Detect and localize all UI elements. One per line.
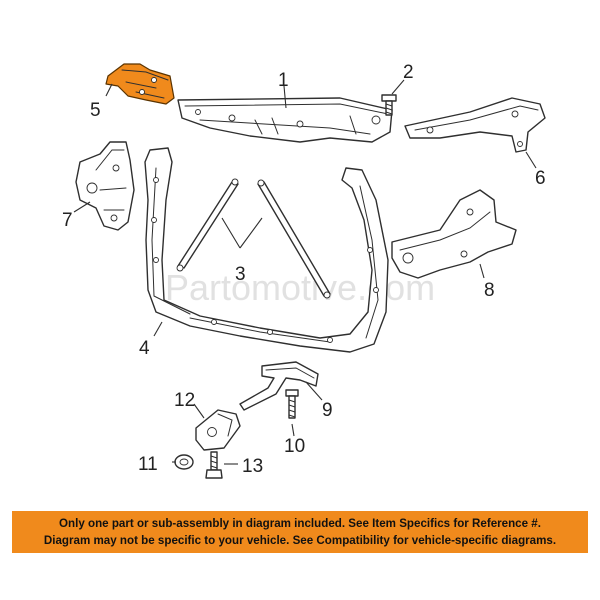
notice-line-1: Only one part or sub-assembly in diagram… bbox=[59, 517, 541, 530]
callout-13: 13 bbox=[242, 456, 263, 477]
part-2-bolt bbox=[381, 94, 397, 116]
part-8-right-frame-bracket bbox=[391, 189, 517, 279]
leader-lines bbox=[73, 79, 537, 465]
part-7-left-bracket bbox=[75, 141, 135, 231]
callout-5: 5 bbox=[90, 100, 101, 121]
part-4-radiator-support bbox=[144, 147, 389, 353]
callout-11: 11 bbox=[138, 454, 158, 475]
callout-6: 6 bbox=[535, 168, 546, 189]
part-11-grommet bbox=[174, 454, 194, 470]
notice-line-2: Diagram may not be specific to your vehi… bbox=[43, 534, 557, 547]
callout-4: 4 bbox=[139, 338, 150, 359]
callout-8: 8 bbox=[484, 280, 495, 301]
disclaimer-notice: Only one part or sub-assembly in diagram… bbox=[12, 511, 588, 553]
callout-3: 3 bbox=[235, 264, 246, 285]
callout-2: 2 bbox=[403, 62, 414, 83]
part-10-bolt bbox=[285, 389, 299, 419]
watermark: Partomotive.com bbox=[165, 267, 435, 308]
part-3-struts bbox=[176, 178, 331, 299]
part-5-highlighted-bracket bbox=[105, 63, 175, 105]
part-12-clip-bracket bbox=[195, 409, 241, 451]
callout-7: 7 bbox=[62, 210, 73, 231]
callout-10: 10 bbox=[284, 436, 305, 457]
part-6-right-bracket bbox=[404, 97, 546, 153]
part-13-bolt bbox=[205, 451, 223, 479]
callout-12: 12 bbox=[174, 390, 195, 411]
part-9-tube-bracket bbox=[239, 361, 319, 411]
parts-diagram: Partomotive.com bbox=[62, 62, 546, 479]
part-1-upper-tie-bar bbox=[177, 97, 393, 143]
callout-1: 1 bbox=[278, 70, 289, 91]
callout-9: 9 bbox=[322, 400, 333, 421]
